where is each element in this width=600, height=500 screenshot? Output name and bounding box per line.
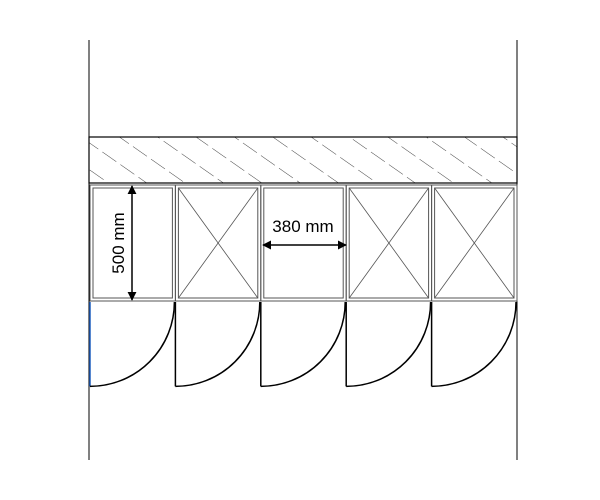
depth-label: 500 mm <box>109 212 128 273</box>
cabinet-inner <box>177 187 259 299</box>
cabinet-row <box>89 184 518 302</box>
hatched-wall <box>88 136 518 184</box>
cabinet-inner <box>263 187 344 299</box>
cabinet-inner <box>348 187 430 299</box>
cabinet-outer <box>260 184 347 302</box>
cabinet-cross-line <box>434 187 515 299</box>
door-arc <box>260 301 346 388</box>
door-arc <box>346 301 432 388</box>
cabinet <box>260 184 347 302</box>
door-row <box>89 301 517 388</box>
cabinet <box>431 184 518 302</box>
door-swing <box>345 301 432 388</box>
cabinet <box>345 184 433 302</box>
door-arc <box>431 301 517 388</box>
cabinet-inner <box>434 187 515 299</box>
width-label: 380 mm <box>272 217 333 236</box>
cabinet-cross-line <box>348 187 429 299</box>
depth-dimension: 500 mm <box>109 185 137 301</box>
door-arc <box>89 301 176 388</box>
door-arc <box>175 301 261 388</box>
door-swing <box>430 301 517 388</box>
cabinet <box>174 184 262 302</box>
cabinet-outer <box>431 184 518 302</box>
door-swing <box>260 301 346 388</box>
door-swing <box>174 301 261 388</box>
door-swing <box>89 301 176 388</box>
width-dimension: 380 mm <box>262 217 347 250</box>
cabinet-cross-line <box>178 187 259 299</box>
